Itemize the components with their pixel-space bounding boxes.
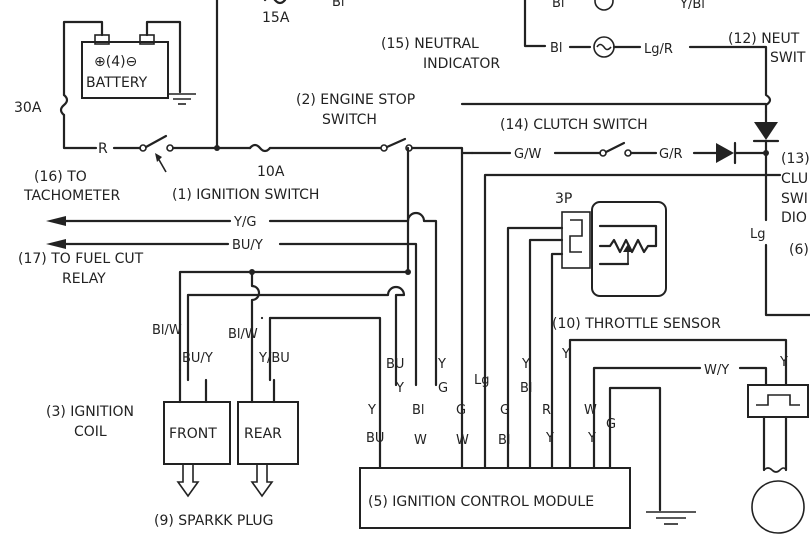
ignition-coil-label-1: (3) IGNITION [46, 404, 134, 420]
wire-buy-label: BU/Y [232, 238, 263, 253]
wire-blw-1-label: Bl/W [152, 323, 182, 338]
wire-blw-2-label: Bl/W [228, 327, 258, 342]
icm-pin-8a: Y [521, 357, 530, 372]
wire-ybl-top-label: Y/Bl [679, 0, 705, 12]
neutral-indicator-label-2: INDICATOR [423, 56, 500, 72]
wire-r-label: R [98, 141, 108, 157]
ignition-switch [139, 134, 174, 173]
part6-label: (6) [789, 242, 809, 258]
icm-pin-11b: Y [587, 431, 596, 446]
spark-plug-rear-arrow-icon [250, 464, 274, 498]
clutch-diode-label-1: (13) [781, 151, 810, 167]
ground-symbol-icm [646, 511, 696, 525]
throttle-sensor-connector [561, 201, 667, 297]
ignition-control-module: (5) IGNITION CONTROL MODULE [359, 467, 631, 529]
icm-pin-2a: BU [386, 357, 404, 372]
ignition-coil-label-2: COIL [74, 424, 107, 440]
wire-bl-neutral-label: Bl [550, 41, 563, 56]
fuel-relay-label-1: (17) TO FUEL CUT [18, 251, 144, 267]
clutch-diode-label-3: SWI [781, 191, 808, 207]
wire-lgr-label: Lg/R [644, 42, 673, 57]
coil-rear-label: REAR [244, 426, 282, 442]
icm-pin-1b: BU [366, 431, 384, 446]
icm-pin-4b: G [438, 381, 448, 396]
icm-pin-9b: Y [545, 431, 554, 446]
coil-front-label: FRONT [169, 426, 217, 442]
icm-pin-5b: W [456, 433, 469, 448]
battery-label: BATTERY [86, 75, 148, 91]
wire-buy-1-label: BU/Y [182, 351, 213, 366]
icm-pin-3b: W [414, 433, 427, 448]
icm-pin-11a: W [584, 403, 597, 418]
engine-stop-label-1: (2) ENGINE STOP [296, 92, 415, 108]
battery-title: ⊕(4)⊖ [94, 54, 137, 70]
fuse-15a-label: 15A [262, 10, 290, 26]
engine-stop-label-2: SWITCH [322, 112, 377, 128]
ignition-switch-label: (1) IGNITION SWITCH [172, 187, 319, 203]
icm-pin-10: Y [561, 347, 570, 362]
wire-y-right-label: Y [779, 355, 788, 370]
neutral-indicator-label-1: (15) NEUTRAL [381, 36, 479, 52]
icm-pin-4a: Y [437, 357, 446, 372]
icm-pin-9a: R [542, 403, 551, 418]
icm-pin-1a: Y [367, 403, 376, 418]
icm-pin-5a: G [456, 403, 466, 418]
battery: ⊕(4)⊖ BATTERY [81, 34, 169, 99]
neutral-switch-label-2: SWIT [770, 50, 806, 66]
wire-lg-right-label: Lg [750, 227, 766, 242]
ignition-coil-rear: REAR [237, 401, 299, 465]
fuse-10a-label: 10A [257, 164, 285, 180]
ground-symbol [168, 93, 196, 105]
icm-pin-3a: Bl [412, 403, 425, 418]
icm-label: (5) IGNITION CONTROL MODULE [368, 494, 594, 510]
spark-plug-front-arrow-icon [176, 464, 200, 498]
connector-3p-label: 3P [555, 191, 572, 207]
tachometer-label-1: (16) TO [34, 169, 87, 185]
right-sensor [747, 384, 809, 534]
icm-pin-7b: Bl [498, 433, 511, 448]
wire-ybu-2-label: Y/BU [258, 351, 290, 366]
throttle-sensor-label: (10) THROTTLE SENSOR [552, 316, 721, 332]
neutral-switch-label-1: (12) NEUT [728, 31, 800, 47]
icm-pin-labels: Y BU BU Y Bl W Y G G W Lg G Bl Y Bl R Y … [366, 347, 616, 448]
fuse-30a-label: 30A [14, 100, 42, 116]
spark-plug-label: (9) SPARKK PLUG [154, 513, 273, 529]
icm-pin-7a: G [500, 403, 510, 418]
fuel-relay-label-2: RELAY [62, 271, 106, 287]
wire-wy-label: W/Y [704, 363, 729, 378]
tachometer-label-2: TACHOMETER [23, 188, 120, 204]
clutch-switch-diode-icon [716, 141, 737, 165]
ignition-coil-front: FRONT [163, 401, 231, 465]
clutch-switch-label: (14) CLUTCH SWITCH [500, 117, 648, 133]
clutch-diode-label-4: DIO [781, 210, 807, 226]
wire-gr-label: G/R [659, 147, 683, 162]
wire-bl-top2-label: Bl [552, 0, 565, 11]
wire-bl-top-label: Bl [332, 0, 345, 10]
icm-pin-2b: Y [395, 381, 404, 396]
wire-gw-label: G/W [514, 147, 541, 162]
neutral-indicator-lamp-icon [593, 36, 615, 58]
icm-pin-12: G [606, 417, 616, 432]
icm-pin-8b: Bl [520, 381, 533, 396]
clutch-diode-icon [752, 122, 780, 143]
wire-yg-label: Y/G [233, 215, 256, 230]
icm-pin-6: Lg [474, 373, 490, 388]
clutch-diode-label-2: CLU [781, 171, 808, 187]
